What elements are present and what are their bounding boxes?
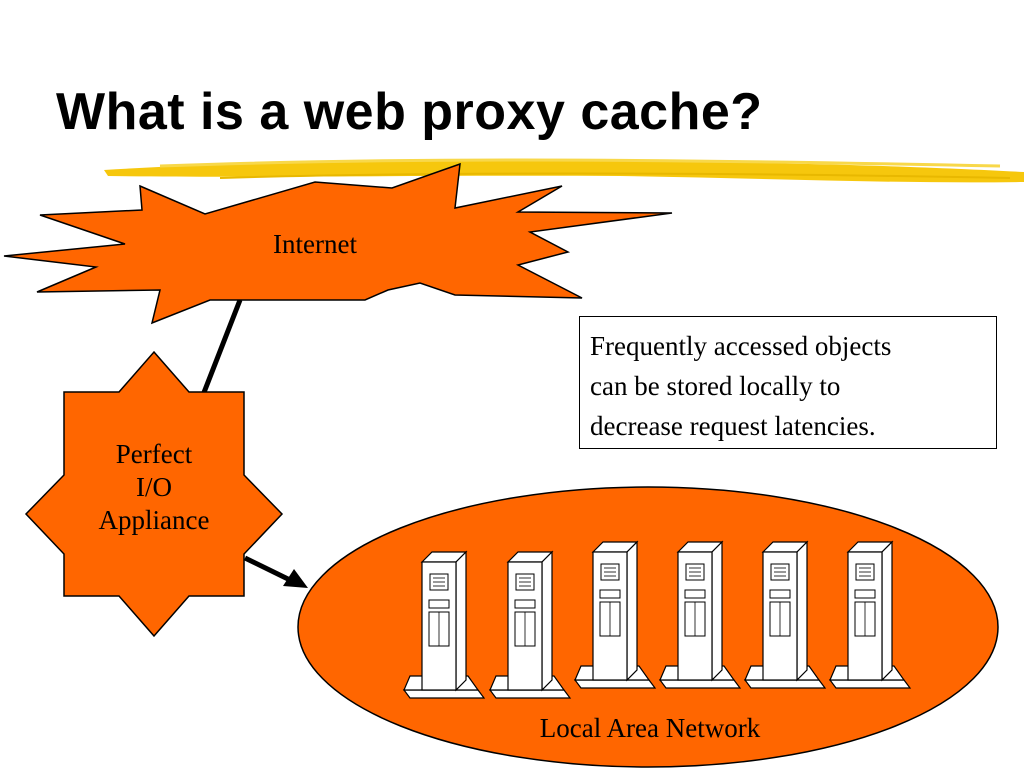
slide-title: What is a web proxy cache?	[56, 83, 763, 141]
connector-appliance-lan	[243, 555, 292, 583]
lan-label: Local Area Network	[539, 713, 761, 743]
appliance-star-shape	[24, 350, 284, 638]
appliance-label: Perfect I/O Appliance	[72, 438, 236, 537]
connector-internet-appliance	[200, 299, 243, 396]
note-line: can be stored locally to	[590, 371, 841, 401]
appliance-label-line: I/O	[136, 471, 172, 502]
internet-cloud-shape	[3, 162, 673, 325]
note-line: Frequently accessed objects	[590, 331, 892, 361]
title-underline-accent	[104, 158, 1024, 183]
note-line: decrease request latencies.	[590, 411, 876, 441]
appliance-label-line: Appliance	[98, 504, 210, 535]
internet-label: Internet	[273, 229, 357, 259]
note-box: Frequently accessed objects can be store…	[579, 316, 997, 449]
arrowhead-icon	[283, 569, 308, 588]
appliance-label-line: Perfect	[115, 439, 193, 469]
